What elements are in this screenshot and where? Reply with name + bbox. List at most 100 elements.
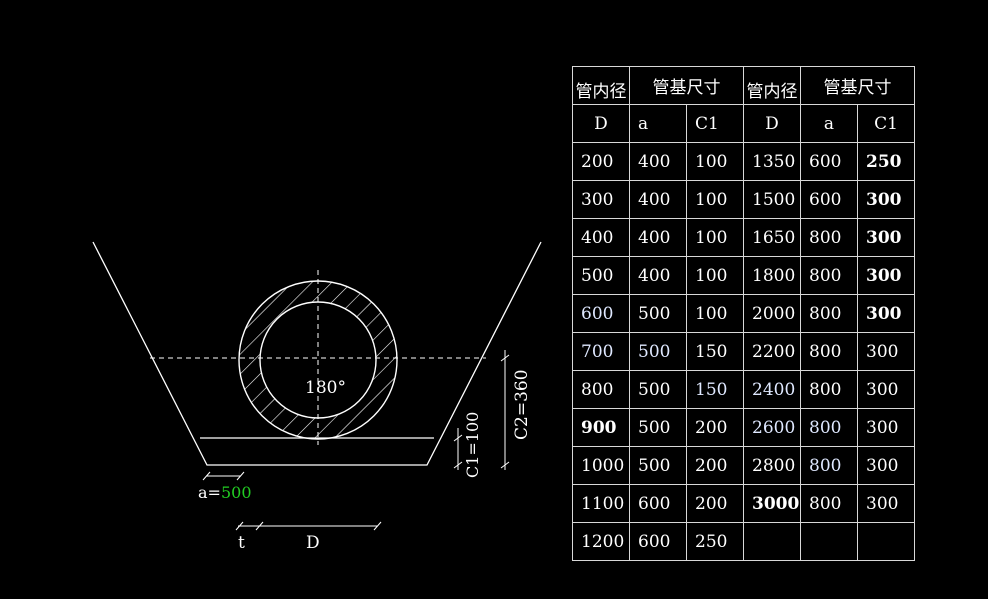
table-cell: 600 [800,180,858,219]
table-cell: 250 [857,142,915,181]
trench-outline [92,241,542,466]
table-cell: 1500 [743,180,801,219]
table-cell: 800 [800,370,858,409]
table-cell: 2200 [743,332,801,371]
table-cell: 800 [800,332,858,371]
c1-dimension-tick-bottom [453,461,463,469]
header-base-size-right: 管基尺寸 [800,66,915,105]
c2-dimension-tick-bottom [500,461,510,469]
table-cell: 700 [572,332,630,371]
table-cell: 300 [857,294,915,333]
table-cell: 800 [572,370,630,409]
header-base-size-left: 管基尺寸 [629,66,744,105]
table-cell: 500 [629,294,687,333]
table-cell: 300 [857,370,915,409]
table-cell: 300 [857,446,915,485]
header-inner-diameter-left: 管内径 [572,66,630,105]
table-cell: 2800 [743,446,801,485]
table-cell: 200 [686,484,744,523]
table-cell: 600 [572,294,630,333]
table-cell: 100 [686,294,744,333]
table-cell: 2400 [743,370,801,409]
table-cell: 800 [800,408,858,447]
table-cell: 1000 [572,446,630,485]
table-cell [800,522,858,561]
table-cell: 800 [800,218,858,257]
table-cell: 300 [857,180,915,219]
table-cell: 500 [572,256,630,295]
table-cell: 400 [572,218,630,257]
c2-dimension-tick-top [500,354,510,362]
t-label: t [238,533,245,553]
t-dimension-tick-left [235,521,244,531]
table-cell: 800 [800,446,858,485]
c1-dimension-tick-top [453,434,463,442]
table-cell: 100 [686,142,744,181]
table-cell: 200 [572,142,630,181]
table-cell [857,522,915,561]
table-cell: 600 [629,522,687,561]
table-cell: 300 [857,408,915,447]
table-cell: 500 [629,332,687,371]
table-cell: 100 [686,256,744,295]
table-cell: 800 [800,294,858,333]
table-cell: 900 [572,408,630,447]
table-cell: 300 [572,180,630,219]
d-label: D [306,533,320,553]
header-a-right: a [800,104,858,143]
table-cell: 100 [686,218,744,257]
table-cell: 500 [629,370,687,409]
table-cell: 2600 [743,408,801,447]
table-cell: 800 [800,484,858,523]
table-cell: 300 [857,218,915,257]
table-cell: 250 [686,522,744,561]
table-cell: 3000 [743,484,801,523]
header-inner-diameter-right: 管内径 [743,66,801,105]
header-c1-right: C1 [857,104,915,143]
table-cell: 1800 [743,256,801,295]
table-cell: 500 [629,408,687,447]
table-header-row-1: 管内径 管基尺寸 管内径 管基尺寸 [572,66,915,105]
header-d-right: D [743,104,801,143]
a-dimension-label: a=500 [198,483,252,502]
table-cell: 500 [629,446,687,485]
c2-dimension-label: C2=360 [512,369,532,440]
table-cell: 2000 [743,294,801,333]
c1-label: C1=100 [463,412,482,478]
table-cell: 400 [629,218,687,257]
table-cell: 400 [629,180,687,219]
table-header-row-2: D a C1 D a C1 [572,104,915,143]
table-cell: 400 [629,142,687,181]
d-dimension-tick-right [373,521,382,531]
header-d-left: D [572,104,630,143]
table-cell: 150 [686,370,744,409]
t-dimension-tick-right [255,521,264,531]
table-cell: 1650 [743,218,801,257]
table-cell: 1100 [572,484,630,523]
a-dimension-tick-right [236,471,245,481]
table-cell: 1350 [743,142,801,181]
table-cell: 400 [629,256,687,295]
table-cell: 1200 [572,522,630,561]
c1-dimension-label: C1=100 [463,412,482,478]
table-cell: 200 [686,446,744,485]
angle-label: 180° [305,378,346,398]
table-cell [743,522,801,561]
header-a-left: a [629,104,687,143]
a-label: a= [198,483,221,502]
table-cell: 300 [857,484,915,523]
table-cell: 600 [629,484,687,523]
table-cell: 300 [857,332,915,371]
a-dimension-tick-left [202,471,211,481]
table-cell: 150 [686,332,744,371]
